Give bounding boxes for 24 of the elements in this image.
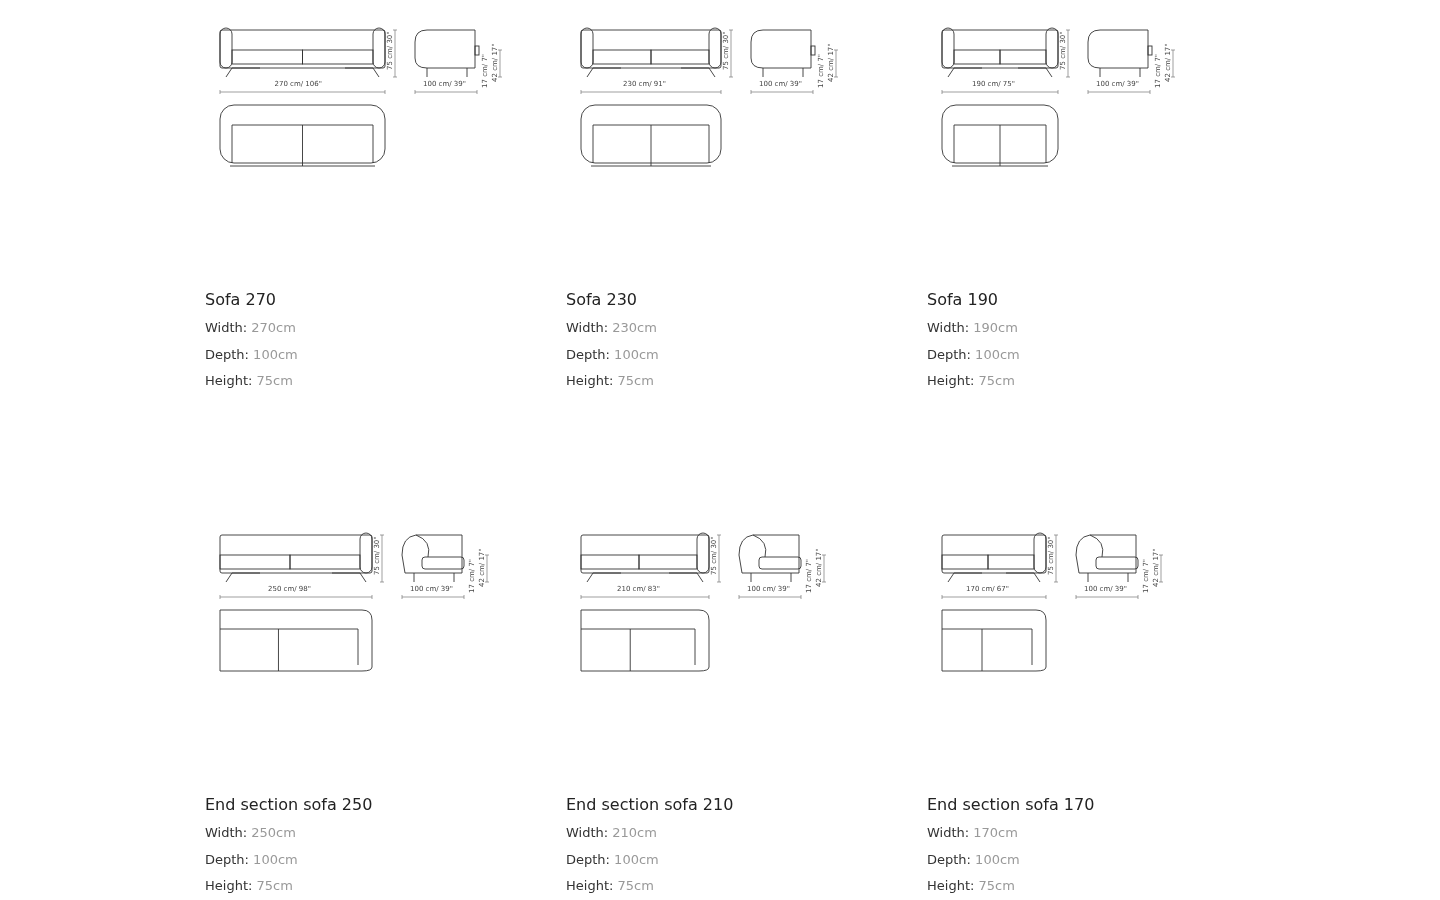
spec-line: Height: 75cm [205,373,293,388]
spec-line: Height: 75cm [205,878,293,893]
spec-line: Depth: 100cm [205,851,298,867]
spec-line: Width: 270cm [205,320,296,335]
product-title: Sofa 270 [205,290,276,309]
spec-line: Width: 250cm [205,825,296,840]
product-title: Sofa 230 [566,290,637,309]
spec-line: Height: 75cm [566,878,654,893]
spec-line: Depth: 100cm [927,346,1020,362]
spec-line: Depth: 100cm [927,851,1020,867]
spec-line: Depth: 100cm [205,346,298,362]
spec-line: Depth: 100cm [566,346,659,362]
spec-line: Width: 230cm [566,320,657,335]
spec-line: Height: 75cm [927,373,1015,388]
spec-line: Depth: 100cm [566,851,659,867]
product-title: Sofa 190 [927,290,998,309]
product-title: End section sofa 170 [927,795,1095,814]
spec-line: Width: 210cm [566,825,657,840]
spec-line: Width: 170cm [927,825,1018,840]
spec-line: Height: 75cm [566,373,654,388]
spec-line: Width: 190cm [927,320,1018,335]
product-title: End section sofa 210 [566,795,734,814]
spec-line: Height: 75cm [927,878,1015,893]
product-title: End section sofa 250 [205,795,373,814]
